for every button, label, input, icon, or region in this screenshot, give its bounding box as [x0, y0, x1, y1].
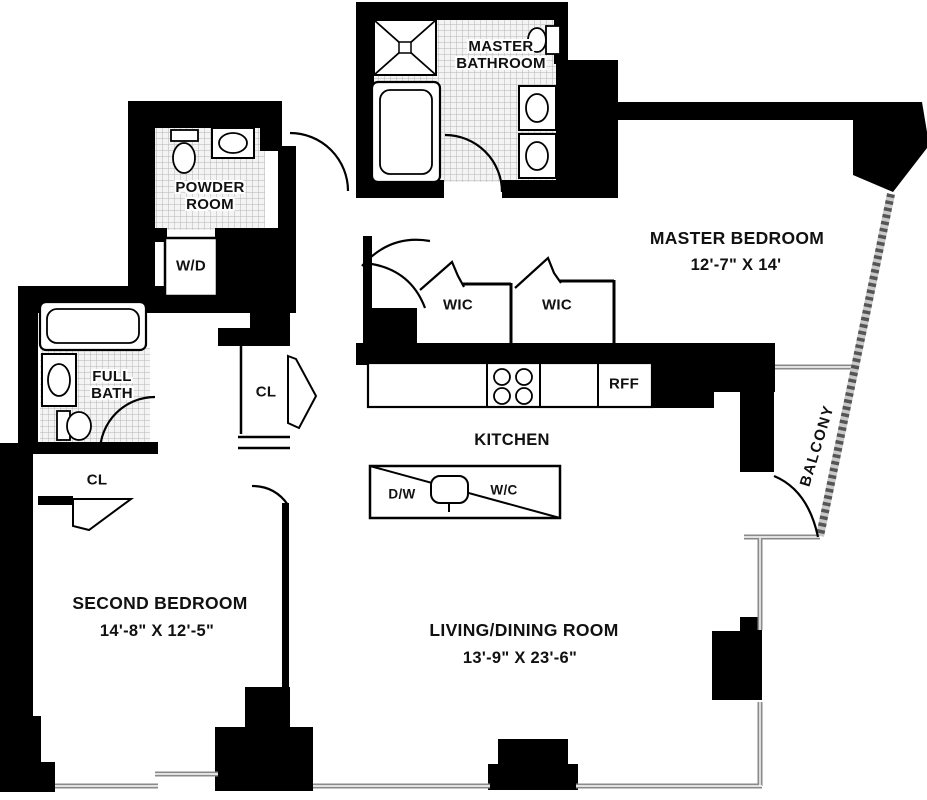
second-bedroom-dims: 14'-8" X 12'-5": [99, 621, 215, 640]
master-bedroom-label: MASTER BEDROOM: [649, 228, 825, 249]
sink-basin: [47, 363, 71, 397]
wall: [356, 2, 568, 20]
wall: [612, 102, 857, 120]
master-bathroom-line2: BATHROOM: [456, 55, 546, 72]
closet-bedroom-label: CL: [255, 383, 277, 401]
columns: [215, 617, 762, 791]
master-bath-fixtures: [370, 19, 561, 184]
burner: [493, 387, 511, 405]
wall: [363, 236, 372, 355]
wall: [650, 390, 714, 408]
balcony-rail: [816, 193, 895, 537]
living-dining-label: LIVING/DINING ROOM: [429, 620, 619, 641]
hall-door-arc: [364, 261, 427, 309]
wic-door-leaf: [419, 260, 465, 291]
wall: [740, 358, 774, 472]
wall: [38, 496, 73, 505]
wall: [128, 101, 155, 313]
full-bath-label: FULL BATH: [91, 368, 133, 403]
wall: [218, 328, 290, 346]
powder-room-fixtures: [170, 127, 255, 174]
sink-basin: [218, 132, 248, 154]
master-bathroom-label: MASTER BATHROOM: [456, 38, 546, 73]
wall: [260, 101, 282, 151]
closet-shelf-lines: [238, 435, 290, 450]
powder-room-line1: POWDER: [175, 179, 245, 197]
washer-dryer-label: W/D: [175, 257, 207, 275]
bathtub-basin: [379, 89, 433, 175]
column: [215, 687, 313, 791]
wall: [165, 296, 217, 313]
column: [712, 617, 762, 700]
burner: [493, 368, 511, 386]
wall: [282, 503, 289, 688]
toilet-bowl: [172, 142, 196, 174]
master-bath-door-arc: [444, 133, 504, 193]
kitchen-counter: [366, 361, 654, 409]
closet-door-leaf: [72, 498, 135, 532]
powder-room-line2: ROOM: [186, 196, 234, 213]
powder-room-label: POWDER ROOM: [175, 179, 245, 214]
kitchen-sink-fixture: [430, 475, 469, 504]
wic-door-leaf: [514, 256, 562, 289]
wall: [356, 2, 374, 198]
wall-corner: [853, 102, 927, 192]
window-wall-centerlines: [55, 366, 853, 787]
closet-door-leaf: [287, 354, 318, 430]
entry-door-arc: [289, 131, 350, 192]
second-bedroom-label: SECOND BEDROOM: [72, 593, 248, 614]
walk-in-closets: [419, 256, 616, 352]
burner: [515, 368, 533, 386]
full-bath-line2: BATH: [91, 385, 133, 402]
refrigerator-label: RFF: [608, 375, 640, 393]
shower-drain: [398, 41, 412, 54]
full-bath-line1: FULL: [92, 368, 132, 386]
kitchen-island: [368, 464, 562, 520]
closets: [72, 346, 318, 532]
bathtub-basin: [46, 308, 140, 344]
wall: [502, 180, 556, 198]
window-wall-lines: [55, 364, 853, 789]
burner: [515, 387, 533, 405]
master-bedroom-dims: 12'-7" X 14': [690, 255, 782, 274]
window-walls: [55, 364, 853, 789]
door-arcs: [98, 131, 820, 538]
kitchen-label: KITCHEN: [474, 430, 550, 449]
wall: [356, 180, 444, 198]
wall: [356, 343, 653, 365]
stove-burners: [493, 368, 533, 405]
column: [488, 739, 578, 790]
sink-basin: [525, 141, 549, 171]
full-bath-door-arc: [98, 395, 156, 453]
balcony-rail-hatch: [816, 193, 895, 537]
toilet-bowl: [527, 27, 547, 53]
toilet-tank: [170, 129, 199, 142]
wall: [278, 146, 296, 313]
wic-partitions: [463, 279, 616, 352]
toilet-bowl: [66, 411, 92, 441]
sink-basin: [525, 93, 549, 123]
counter-dividers: [486, 363, 599, 407]
wall: [38, 442, 158, 454]
balcony-door-arc: [773, 474, 820, 538]
wall: [150, 228, 167, 242]
master-bedroom-door-arc: [361, 238, 431, 267]
wic-left-label: WIC: [442, 296, 474, 314]
dishwasher-label: D/W: [388, 486, 416, 502]
second-bedroom-door-arc: [251, 484, 289, 506]
wall-left-exterior: [0, 443, 55, 792]
closet-bath-label: CL: [86, 471, 108, 489]
master-bathroom-line1: MASTER: [468, 38, 534, 56]
wall: [18, 286, 38, 454]
living-dining-dims: 13'-9" X 23'-6": [462, 648, 578, 667]
full-bath-fixtures: [38, 300, 148, 441]
toilet-tank: [545, 25, 561, 55]
water-closet-label: W/C: [490, 482, 518, 498]
wic-right-label: WIC: [541, 296, 573, 314]
washer-dryer-box: [163, 236, 219, 298]
wall: [556, 60, 618, 198]
